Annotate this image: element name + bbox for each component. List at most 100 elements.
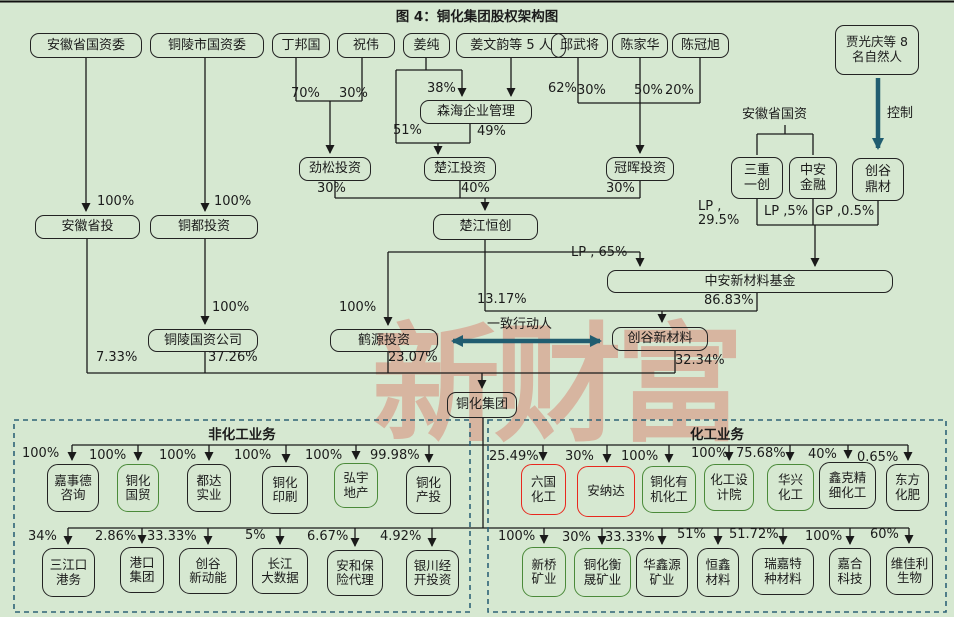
pct-sub: 25.49% [489, 449, 539, 464]
node-jiang-chun: 姜纯 [403, 33, 450, 58]
sub-huaxinyuan-kuangye: 华鑫源 矿业 [636, 548, 688, 597]
pct-hengchuang-xincai: 13.17% [477, 292, 527, 307]
pct-chujiang-hengchuang: 40% [461, 181, 490, 196]
sub-gangkou-jituan: 港口 集团 [120, 547, 164, 593]
pct-sub: 100% [305, 448, 343, 463]
pct-sub: 51% [677, 527, 706, 542]
node-guanhui: 冠晖投资 [606, 157, 674, 181]
pct-xincai-tonghua: 32.34% [675, 353, 725, 368]
sub-tonghua-youji: 铜化有 机化工 [642, 466, 696, 513]
node-ding-bangguo: 丁邦国 [272, 33, 330, 58]
node-chuanggu-dingcai: 创谷 鼎材 [852, 158, 904, 201]
node-zhongan-fund: 中安新材料基金 [607, 270, 893, 293]
group-right-title: 化工业务 [690, 427, 744, 443]
label-control: 控制 [887, 106, 914, 121]
node-chen-guanxu: 陈冠旭 [672, 33, 729, 58]
pct-sub: 4.92% [380, 529, 422, 544]
node-jia-guangqing: 贾光庆等 8 名自然人 [835, 25, 919, 75]
pct-sub: 33.33% [147, 529, 197, 544]
pct-jiang-chujiang: 51% [393, 123, 422, 138]
pct-sasac-tongdu: 100% [214, 194, 252, 209]
pct-sub: 33.33% [605, 530, 655, 545]
sub-chuanggu-xindongneng: 创谷 新动能 [179, 548, 237, 594]
node-senhai: 森海企业管理 [420, 100, 532, 124]
node-tonghua-group: 铜化集团 [447, 392, 517, 418]
pct-ding: 70% [291, 86, 320, 101]
node-sanchong-yichuang: 三重 一创 [731, 157, 783, 199]
pct-jiang-senhai: 38% [427, 81, 456, 96]
pct-sub: 2.86% [95, 529, 137, 544]
pct-sub: 34% [28, 529, 57, 544]
node-anhui-shengtou: 安徽省投 [35, 215, 140, 239]
pct-guanhui-hengchuang: 30% [606, 181, 635, 196]
node-zhongan-jinrong: 中安 金融 [789, 157, 837, 199]
pct-sub: 60% [870, 527, 899, 542]
pct-sanchong-fund: LP , 29.5% [698, 199, 740, 229]
pct-senhai-chujiang: 49% [477, 124, 506, 139]
sub-huaxing-huagong: 华兴 化工 [767, 464, 814, 511]
node-jinsong: 劲松投资 [299, 157, 371, 181]
node-tongling-sasac: 铜陵市国资委 [150, 33, 264, 58]
sub-sanjiangkou-gangwu: 三江口 港务 [42, 548, 95, 597]
sub-hongyu-dichan: 弘宇 地产 [334, 463, 378, 508]
sub-tonghua-chantou: 铜化 产投 [406, 466, 451, 514]
pct-fund-xincai: 86.83% [704, 293, 754, 308]
pct-sub: 6.67% [307, 529, 349, 544]
sub-yinchuan-jingkai: 银川经 开投资 [406, 550, 459, 596]
sub-duda-shiye: 都达 实业 [187, 464, 231, 512]
pct-zhonganjr-fund: LP ,5% [764, 204, 808, 219]
pct-chenjh-guanhui: 50% [634, 83, 663, 98]
pct-qiu-guanhui: 30% [577, 83, 606, 98]
pct-sub: 51.72% [729, 527, 779, 542]
sub-tonghua-hengsheng: 铜化衡 晟矿业 [574, 548, 631, 597]
sub-dongfang-huafei: 东方 化肥 [886, 464, 929, 511]
pct-sub: 30% [565, 449, 594, 464]
pct-chengx-guanhui: 20% [665, 83, 694, 98]
sub-tonghua-yinshua: 铜化 印刷 [262, 466, 308, 514]
pct-zhuwei: 30% [339, 86, 368, 101]
pct-sub: 75.68% [736, 446, 786, 461]
pct-sub: 100% [621, 449, 659, 464]
label-anhui-guozi: 安徽省国资 [742, 107, 808, 122]
pct-sub: 99.98% [370, 448, 420, 463]
pct-tongdu-tlguozi: 100% [212, 300, 250, 315]
sub-jiashide-zixun: 嘉事德 咨询 [47, 464, 99, 512]
node-zhu-wei: 祝伟 [337, 33, 395, 58]
pct-sub: 100% [234, 448, 272, 463]
node-tongdu-touzi: 铜都投资 [150, 215, 258, 239]
sub-tonghua-guomao: 铜化 国贸 [117, 464, 159, 512]
pct-heyuan-tonghua: 23.07% [388, 350, 438, 365]
node-jiang-wenyun: 姜文韵等 5 人 [456, 33, 566, 58]
sub-huagong-shejiyuan: 化工设 计院 [704, 464, 754, 511]
pct-jiangwy-senhai: 62% [548, 81, 577, 96]
pct-shengtou-tonghua: 7.33% [96, 350, 138, 365]
pct-sub: 30% [562, 530, 591, 545]
node-tongling-guozi: 铜陵国资公司 [148, 329, 258, 352]
pct-hengchuang-fund: LP , 65% [571, 245, 628, 260]
sub-ruijia-tezhong: 瑞嘉特 种材料 [752, 548, 814, 595]
node-anhui-sasac: 安徽省国资委 [30, 33, 142, 58]
sub-jiahe-keji: 嘉合 科技 [829, 548, 871, 595]
pct-tlguozi-tonghua: 37.26% [208, 350, 258, 365]
sub-anhe-baoxian: 安和保 险代理 [327, 550, 383, 596]
node-chen-jiahua: 陈家华 [612, 33, 668, 58]
sub-liuguo-huagong: 六国 化工 [521, 464, 566, 515]
pct-sub: 100% [159, 448, 197, 463]
figure-title: 图 4：铜化集团股权架构图 [395, 9, 559, 25]
sub-annada: 安纳达 [577, 466, 635, 517]
pct-sasac-shengtou: 100% [97, 194, 135, 209]
pct-jinsong-hengchuang: 30% [317, 181, 346, 196]
pct-sub: 100% [691, 446, 729, 461]
pct-sub: 5% [245, 528, 266, 543]
node-chujiang-touzi: 楚江投资 [424, 157, 496, 181]
pct-dingcai-fund: GP ,0.5% [815, 204, 875, 219]
sub-xinke-jingxi: 鑫克精 细化工 [819, 462, 876, 509]
pct-hengchuang-heyuan: 100% [339, 300, 377, 315]
pct-sub: 100% [498, 529, 536, 544]
group-left-title: 非化工业务 [208, 427, 276, 443]
pct-sub: 100% [89, 448, 127, 463]
label-concert-parties: 一致行动人 [487, 317, 553, 332]
node-chujiang-hengchuang: 楚江恒创 [433, 214, 538, 240]
